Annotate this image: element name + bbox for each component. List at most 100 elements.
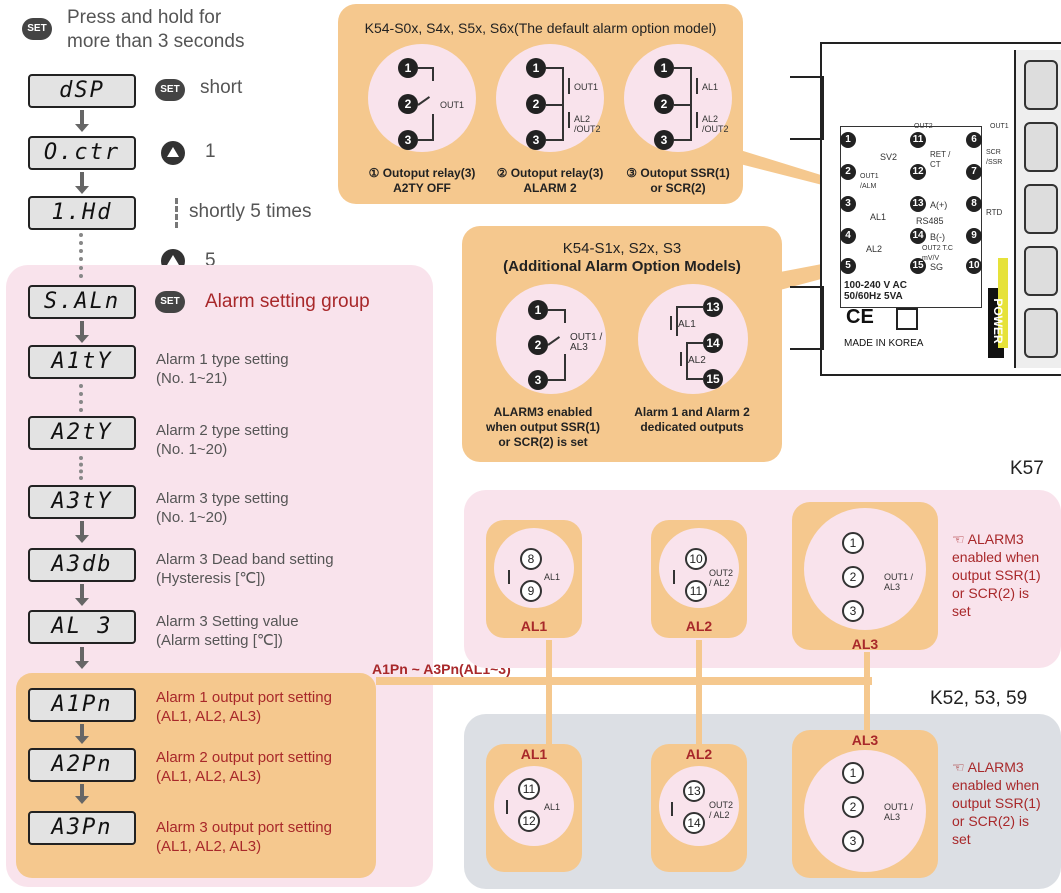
arrow-down	[75, 724, 89, 744]
k57-al2-name: AL2	[685, 618, 713, 634]
label-line: Alarm 3 Dead band setting	[156, 551, 334, 568]
caption-relay-1: ① Outoput relay(3) A2TY OFF	[356, 166, 488, 196]
dashed-separator	[175, 198, 178, 228]
note-line: output SSR(1)	[952, 567, 1041, 583]
display-1hd: 1.Hd	[28, 196, 136, 230]
label-line: (Alarm setting [℃])	[156, 632, 283, 649]
contact	[696, 112, 698, 128]
label-line: (AL1, AL2, AL3)	[156, 838, 262, 855]
terminal: 11	[685, 580, 707, 602]
dotted-connector	[79, 266, 87, 278]
note-line: ☜ ALARM3	[952, 759, 1024, 775]
contact	[680, 352, 682, 366]
caption-line: ② Outoput relay(3)	[496, 166, 604, 180]
up-arrow-icon	[161, 141, 185, 165]
label-line: Alarm 1 type setting	[156, 351, 289, 368]
screw-terminal	[1024, 60, 1058, 110]
wire	[686, 342, 704, 344]
out2-al2-label: OUT2 / AL2	[709, 568, 734, 588]
label-line: (No. 1~21)	[156, 370, 228, 387]
power-spec-line: 100-240 V AC	[844, 280, 907, 291]
device-clip	[790, 286, 824, 350]
wire	[674, 67, 692, 69]
device-clip	[790, 76, 824, 140]
out1-al3-label: OUT1 / AL3	[884, 802, 914, 822]
display-a3db: A3db	[28, 548, 136, 582]
wire	[674, 104, 690, 106]
al2-label: AL2	[688, 355, 706, 366]
terminal: 11	[518, 778, 540, 800]
label-line: Alarm 2 type setting	[156, 422, 289, 439]
terminal-3: 3	[840, 196, 856, 212]
title-line: K54-S1x, S2x, S3	[562, 240, 682, 257]
scr-ssr-label: SCR /SSR	[986, 149, 1003, 166]
caption-line: ① Outoput relay(3)	[368, 166, 476, 180]
connector-al2	[696, 640, 702, 744]
terminal: 2	[842, 796, 864, 818]
relay-circle	[496, 284, 606, 394]
note-line: output SSR(1)	[952, 795, 1041, 811]
caption-line: A2TY OFF	[393, 181, 451, 195]
alarm3-deadband-label: Alarm 3 Dead band setting (Hysteresis [℃…	[156, 550, 334, 588]
terminal-2: 2	[398, 94, 418, 114]
label-line: Alarm 1 output port setting	[156, 689, 332, 706]
relay-circle	[804, 750, 926, 872]
arrow-down	[75, 521, 89, 543]
al1-label: AL1	[678, 319, 696, 330]
note-line: ☜ ALARM3	[952, 531, 1024, 547]
terminal: 1	[842, 532, 864, 554]
caption-line: when output SSR(1)	[486, 420, 600, 434]
contact	[506, 800, 508, 814]
link-bar	[376, 677, 872, 685]
power-spec: 100-240 V AC 50/60Hz 5VA	[844, 280, 907, 302]
wire	[562, 67, 564, 140]
b-minus-label: B(-)	[930, 232, 945, 242]
sv2-label: SV2	[880, 152, 898, 162]
wire	[686, 378, 704, 380]
terminal-2: 2	[526, 94, 546, 114]
wire	[546, 104, 562, 106]
al2-label: AL2	[866, 244, 883, 254]
contact	[670, 316, 672, 330]
contact	[671, 802, 673, 816]
display-octr: O.ctr	[28, 136, 136, 170]
connector-al1	[546, 640, 552, 744]
terminal-14: 14	[703, 333, 723, 353]
display-dsp: dSP	[28, 74, 136, 108]
k52-title: K52, 53, 59	[930, 688, 1028, 709]
wire	[418, 139, 434, 141]
k52-al2-name: AL2	[685, 746, 713, 762]
flow-label-shortly: shortly 5 times	[189, 201, 312, 222]
terminal-1: 1	[526, 58, 546, 78]
out2-label: OUT2	[914, 123, 933, 130]
terminal-2: 2	[840, 164, 856, 180]
dotted-connector	[79, 233, 87, 261]
arrow-down	[75, 172, 89, 194]
caption-line: or SCR(2)	[650, 181, 706, 195]
dotted-connector	[79, 456, 87, 480]
display-a3ty: A3tY	[28, 485, 136, 519]
relay-circle	[624, 44, 732, 152]
caption-alarm3-enabled: ALARM3 enabled when output SSR(1) or SCR…	[468, 405, 618, 450]
terminal-3: 3	[528, 370, 548, 390]
sg-label: SG	[930, 262, 944, 272]
wire	[548, 309, 566, 311]
power-spec-line: 50/60Hz 5VA	[844, 291, 903, 302]
al1-label: AL1	[702, 82, 719, 92]
terminal-11: 11	[910, 132, 926, 148]
caption-line: ③ Outoput SSR(1)	[626, 166, 730, 180]
display-a2ty: A2tY	[28, 416, 136, 450]
set-button-icon: SET	[155, 79, 185, 101]
wire	[546, 139, 564, 141]
ret-ct-label: RET / CT	[930, 150, 951, 169]
wire	[676, 306, 704, 308]
contact	[696, 78, 698, 94]
made-in-label: MADE IN KOREA	[844, 338, 924, 349]
terminal: 14	[683, 812, 705, 834]
terminal-2: 2	[528, 335, 548, 355]
screw-terminal	[1024, 308, 1058, 358]
terminal-9: 9	[966, 228, 982, 244]
terminal-1: 1	[398, 58, 418, 78]
note-line: enabled when	[952, 777, 1040, 793]
alarm2-port-label: Alarm 2 output port setting (AL1, AL2, A…	[156, 748, 332, 786]
